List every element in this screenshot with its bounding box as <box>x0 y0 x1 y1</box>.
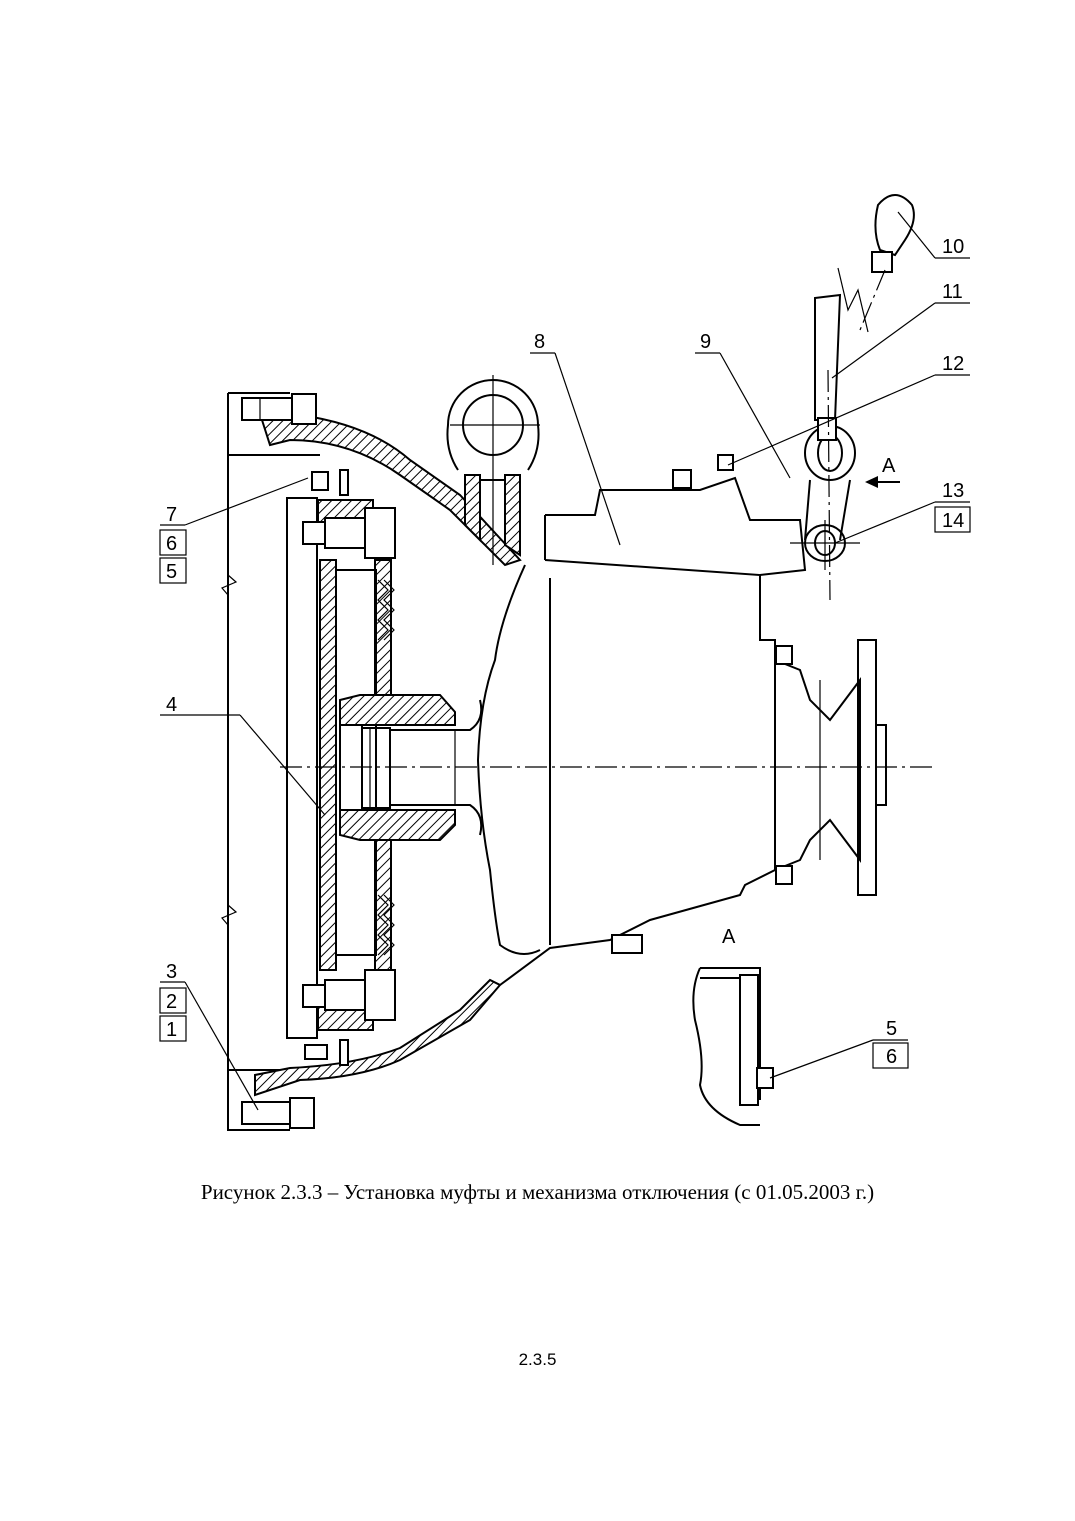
flywheel-housing <box>221 392 320 1131</box>
detail-callout-5: 5 <box>886 1018 897 1040</box>
callout-7: 7 <box>166 504 177 526</box>
callout-8: 8 <box>534 331 545 353</box>
leader-lines <box>160 211 970 1111</box>
bolt-top <box>302 469 396 559</box>
view-a-title: А <box>722 926 736 948</box>
lifting-eye <box>446 375 540 565</box>
callout-5: 5 <box>166 561 177 583</box>
callout-2: 2 <box>166 991 177 1013</box>
callout-frames <box>159 506 971 1069</box>
housing-upper-wall <box>241 393 522 567</box>
callout-12: 12 <box>942 353 964 375</box>
lever-axis <box>827 369 831 601</box>
callout-11: 11 <box>942 281 963 303</box>
bolt-bottom <box>302 969 396 1066</box>
callout-4: 4 <box>166 694 177 716</box>
figure-caption: Рисунок 2.3.3 – Установка муфты и механи… <box>200 1180 875 1204</box>
release-lever <box>717 293 860 570</box>
view-a-arrow-label: А <box>882 455 896 477</box>
callout-14: 14 <box>942 510 964 532</box>
detail-callout-6: 6 <box>886 1046 897 1068</box>
callout-10: 10 <box>942 236 964 258</box>
view-arrow-a <box>865 476 900 488</box>
callout-6: 6 <box>166 533 177 555</box>
callout-3: 3 <box>166 961 177 983</box>
disc-hub <box>339 694 456 841</box>
page-number: 2.3.5 <box>518 1350 557 1369</box>
spring-lower <box>377 894 395 956</box>
spring-upper <box>377 579 395 641</box>
gearbox-housing <box>476 469 807 986</box>
pressure-plate <box>317 499 392 1031</box>
callout-9: 9 <box>700 331 711 353</box>
detail-view-a <box>692 967 774 1126</box>
callout-13: 13 <box>942 480 964 502</box>
ball-joint <box>837 194 915 333</box>
callout-1: 1 <box>166 1019 177 1041</box>
